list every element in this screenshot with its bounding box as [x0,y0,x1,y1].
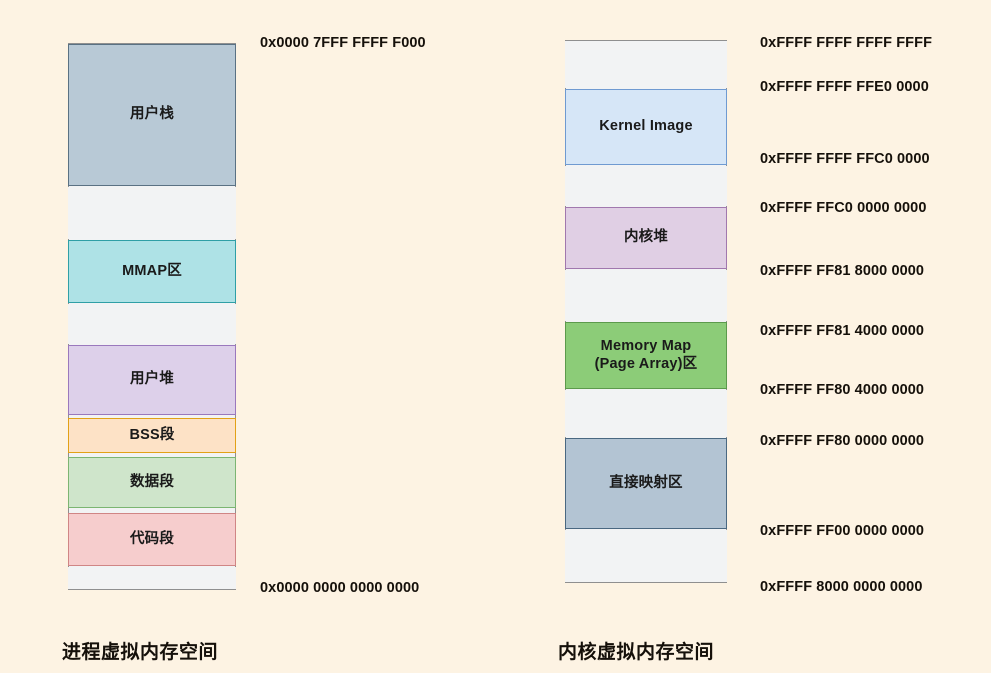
process-virtual-memory-label-user-heap: 用户堆 [129,371,175,388]
kernel-virtual-memory-label-memory-map: Memory Map (Page Array)区 [594,338,698,372]
kernel-virtual-memory-segment-gap-bottom [565,530,727,582]
kernel-virtual-memory-segment-gap-3 [565,390,727,437]
process-virtual-memory-segment-bss-segment: BSS段 [68,418,236,453]
process-virtual-memory-segment-user-stack: 用户栈 [68,44,236,186]
kernel-virtual-memory-addr-kernel-image-bot: 0xFFFF FFFF FFC0 0000 [760,151,930,167]
process-virtual-memory-segment-gap-2 [68,304,236,344]
process-virtual-memory-segment-data-segment: 数据段 [68,457,236,508]
kernel-virtual-memory-segment-memory-map: Memory Map (Page Array)区 [565,322,727,389]
kernel-virtual-memory-segment-direct-mapping: 直接映射区 [565,438,727,529]
kernel-virtual-memory-segment-gap-1 [565,166,727,206]
kernel-virtual-memory-addr-kernel-image-top: 0xFFFF FFFF FFE0 0000 [760,79,929,95]
kernel-virtual-memory-segment-gap-2 [565,270,727,321]
kernel-virtual-memory-addr-direct-bot: 0xFFFF FF00 0000 0000 [760,523,925,539]
process-virtual-memory-segment-gap-1 [68,187,236,239]
kernel-virtual-memory-label-kernel-image: Kernel Image [599,118,693,135]
process-virtual-memory-label-data-segment: 数据段 [129,473,175,490]
kernel-virtual-memory-addr-memmap-top: 0xFFFF FF81 4000 0000 [760,323,925,339]
kernel-virtual-memory-addr-direct-top: 0xFFFF FF80 0000 0000 [760,433,925,449]
kernel-virtual-memory-label-direct-mapping: 直接映射区 [609,474,683,491]
process-virtual-memory-label-text-segment: 代码段 [129,530,175,547]
kernel-virtual-memory-addr-kernel-heap-bot: 0xFFFF FF81 8000 0000 [760,263,925,279]
caption-process: 进程虚拟内存空间 [62,642,219,663]
process-virtual-memory-segment-gap-3 [68,567,236,589]
kernel-virtual-memory-addr-memmap-bot: 0xFFFF FF80 4000 0000 [760,382,925,398]
process-virtual-memory-addr-stack-top: 0x0000 7FFF FFFF F000 [260,35,426,51]
kernel-virtual-memory-addr-kernel-heap-top: 0xFFFF FFC0 0000 0000 [760,200,927,216]
process-virtual-memory-label-user-stack: 用户栈 [129,106,175,123]
kernel-virtual-memory-addr-kernel-base: 0xFFFF 8000 0000 0000 [760,579,923,595]
kernel-virtual-memory-segment-kernel-heap: 内核堆 [565,207,727,269]
kernel-virtual-memory-label-kernel-heap: 内核堆 [623,229,669,246]
kernel-virtual-memory-segment-gap-top [565,41,727,88]
process-virtual-memory-segment-mmap-area: MMAP区 [68,240,236,303]
process-virtual-memory-segment-user-heap: 用户堆 [68,345,236,415]
process-virtual-memory-label-mmap-area: MMAP区 [122,262,182,279]
process-virtual-memory-label-bss-segment: BSS段 [129,426,175,443]
kernel-virtual-memory-addr-top: 0xFFFF FFFF FFFF FFFF [760,35,933,51]
kernel-virtual-memory-segment-kernel-image: Kernel Image [565,89,727,165]
process-virtual-memory-segment-text-segment: 代码段 [68,513,236,566]
process-virtual-memory-addr-zero: 0x0000 0000 0000 0000 [260,580,420,596]
caption-kernel: 内核虚拟内存空间 [558,642,715,663]
